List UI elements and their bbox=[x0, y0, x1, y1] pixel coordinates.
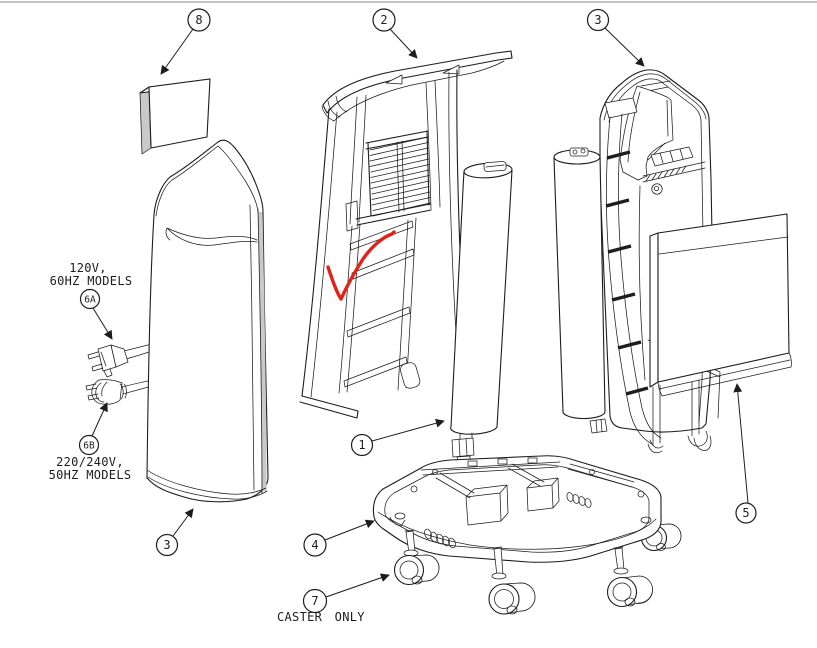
label-120v-line2: 60HZ MODELS bbox=[50, 274, 133, 288]
red-check-annotation bbox=[326, 230, 396, 301]
label-120v-line1: 120V, bbox=[69, 261, 107, 275]
callout-label: 4 bbox=[311, 538, 318, 552]
callout-label: 3 bbox=[163, 538, 170, 552]
power-cord-230v bbox=[85, 379, 153, 405]
latch-detail bbox=[400, 362, 421, 389]
callout-filter-pad: 8 bbox=[160, 8, 211, 75]
callout-filter-cartridge: 1 bbox=[350, 418, 445, 457]
caster-wheel-right bbox=[606, 546, 653, 608]
power-cord-120v bbox=[87, 343, 153, 378]
callout-label: 6A bbox=[84, 295, 96, 306]
callout-label: 6B bbox=[83, 441, 95, 452]
filter-cartridge-right bbox=[553, 147, 608, 434]
heater-grille bbox=[345, 130, 432, 232]
callout-label: 7 bbox=[311, 594, 318, 608]
callout-label: 1 bbox=[358, 438, 365, 452]
callout-label: 2 bbox=[380, 13, 387, 27]
label-230v-line2: 50HZ MODELS bbox=[49, 468, 132, 482]
callout-cord-120v: 6A bbox=[79, 288, 113, 340]
front-panel bbox=[146, 139, 269, 503]
callout-caster: 7 bbox=[302, 573, 390, 614]
callout-chassis: 2 bbox=[372, 8, 418, 59]
side-strap bbox=[604, 97, 664, 449]
caster-wheel-middle bbox=[488, 546, 536, 615]
top-border bbox=[0, 1, 817, 3]
callout-cord-230v: 6B bbox=[78, 402, 108, 456]
filter-pad bbox=[139, 78, 211, 155]
label-230v-line1: 220/240V, bbox=[56, 455, 124, 469]
knob-detail bbox=[651, 183, 663, 195]
cartridge-valve bbox=[451, 437, 475, 458]
caster-wheel-left bbox=[393, 529, 440, 586]
callout-label: 3 bbox=[594, 13, 601, 27]
callout-label: 5 bbox=[742, 506, 749, 520]
callout-base: 4 bbox=[303, 519, 375, 557]
chassis-frame bbox=[299, 50, 513, 419]
coil-detail-left bbox=[424, 528, 456, 549]
panel-bracket-right bbox=[687, 379, 708, 447]
callout-rear-panel: 3 bbox=[586, 8, 645, 67]
callout-front-panel: 3 bbox=[155, 508, 194, 557]
panel-bracket-left bbox=[647, 384, 663, 454]
callout-label: 8 bbox=[195, 13, 202, 27]
label-caster-only: CASTER ONLY bbox=[277, 610, 365, 624]
side-panel bbox=[647, 213, 792, 454]
callout-side-panel: 5 bbox=[733, 383, 757, 524]
caster-base bbox=[372, 455, 662, 563]
base-box-right bbox=[526, 477, 560, 512]
coil-detail-right bbox=[566, 492, 592, 508]
filter-cartridge-left bbox=[450, 161, 513, 463]
base-box-left bbox=[465, 484, 509, 526]
